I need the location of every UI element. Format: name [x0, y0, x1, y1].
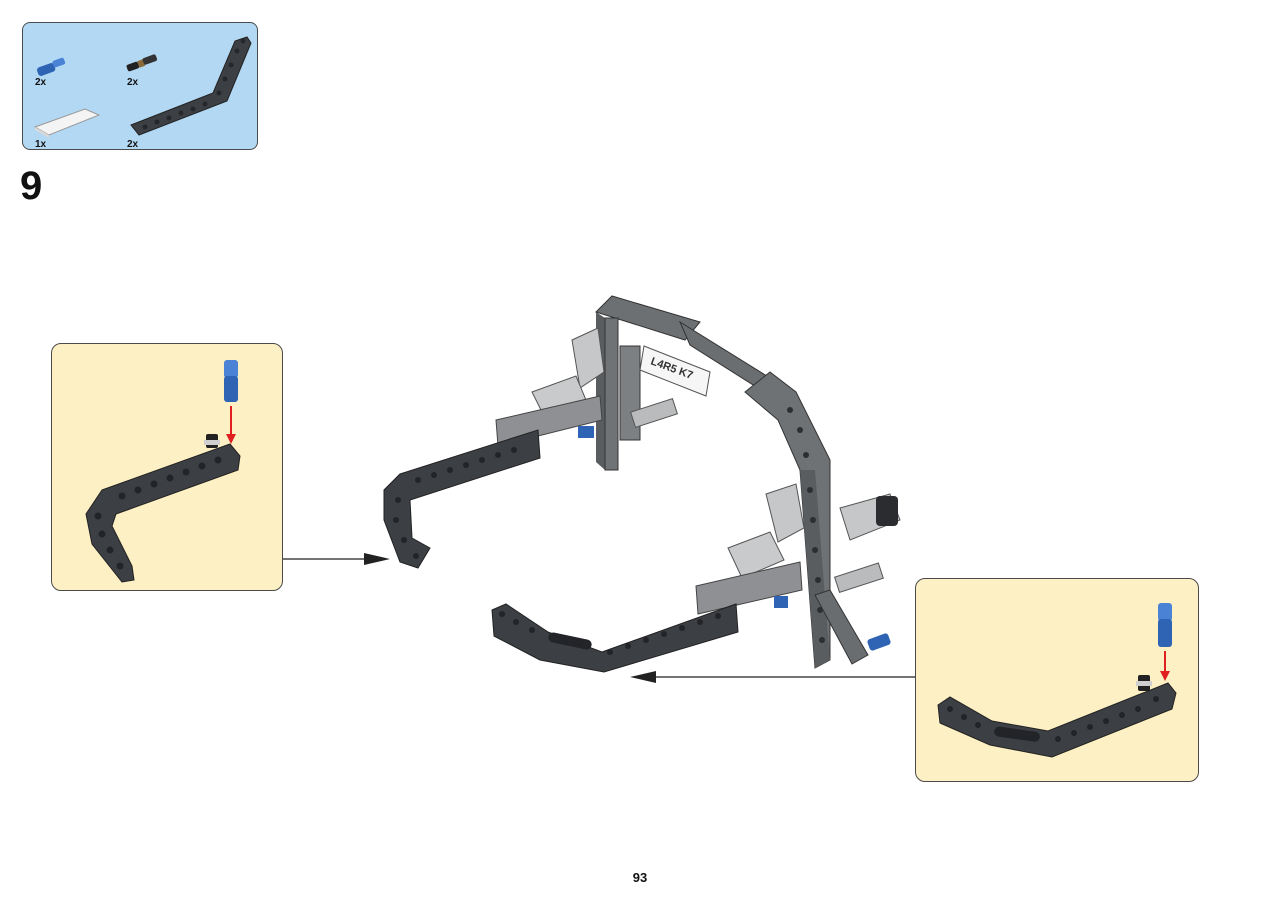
lower-diagonal-beam	[814, 589, 869, 665]
callout-right-illustration	[937, 603, 1177, 758]
lower-connector-assembly	[695, 483, 901, 651]
label-tile: L4R5 K7	[639, 345, 711, 397]
bent-beam-icon	[937, 682, 1177, 758]
step-number: 9	[20, 164, 43, 208]
connector-pin-icon	[1136, 675, 1152, 691]
axle-pin-icon	[1158, 603, 1172, 647]
diagonal-frame-beam	[678, 320, 831, 669]
callout-left	[51, 343, 283, 591]
top-frame-beam	[595, 295, 701, 471]
connector-pin-icon	[204, 434, 220, 448]
callout-left-illustration	[85, 360, 241, 583]
bent-beam-icon	[130, 36, 252, 136]
parts-list: 2x 2x 1x 2x	[22, 22, 258, 150]
lower-dark-arm	[491, 603, 739, 673]
insert-arrow-icon	[1160, 651, 1170, 681]
qty-connector-pin: 2x	[127, 77, 139, 88]
axle-pin-icon	[37, 57, 66, 76]
upper-connector-assembly	[495, 327, 679, 447]
bent-beam-icon	[85, 443, 241, 583]
parts-illustrations	[33, 36, 252, 138]
callout-right	[915, 578, 1199, 782]
axle-pin-icon	[224, 360, 238, 402]
qty-axle-pin: 2x	[35, 77, 47, 88]
page-number: 93	[632, 870, 648, 885]
connector-pin-icon	[126, 54, 158, 72]
qty-tile: 1x	[35, 139, 47, 150]
upper-dark-arm	[383, 429, 541, 569]
pointer-arrow-icon	[283, 553, 915, 683]
tile-icon	[33, 108, 101, 138]
insert-arrow-icon	[226, 406, 236, 444]
qty-bent-beam: 2x	[127, 139, 139, 150]
